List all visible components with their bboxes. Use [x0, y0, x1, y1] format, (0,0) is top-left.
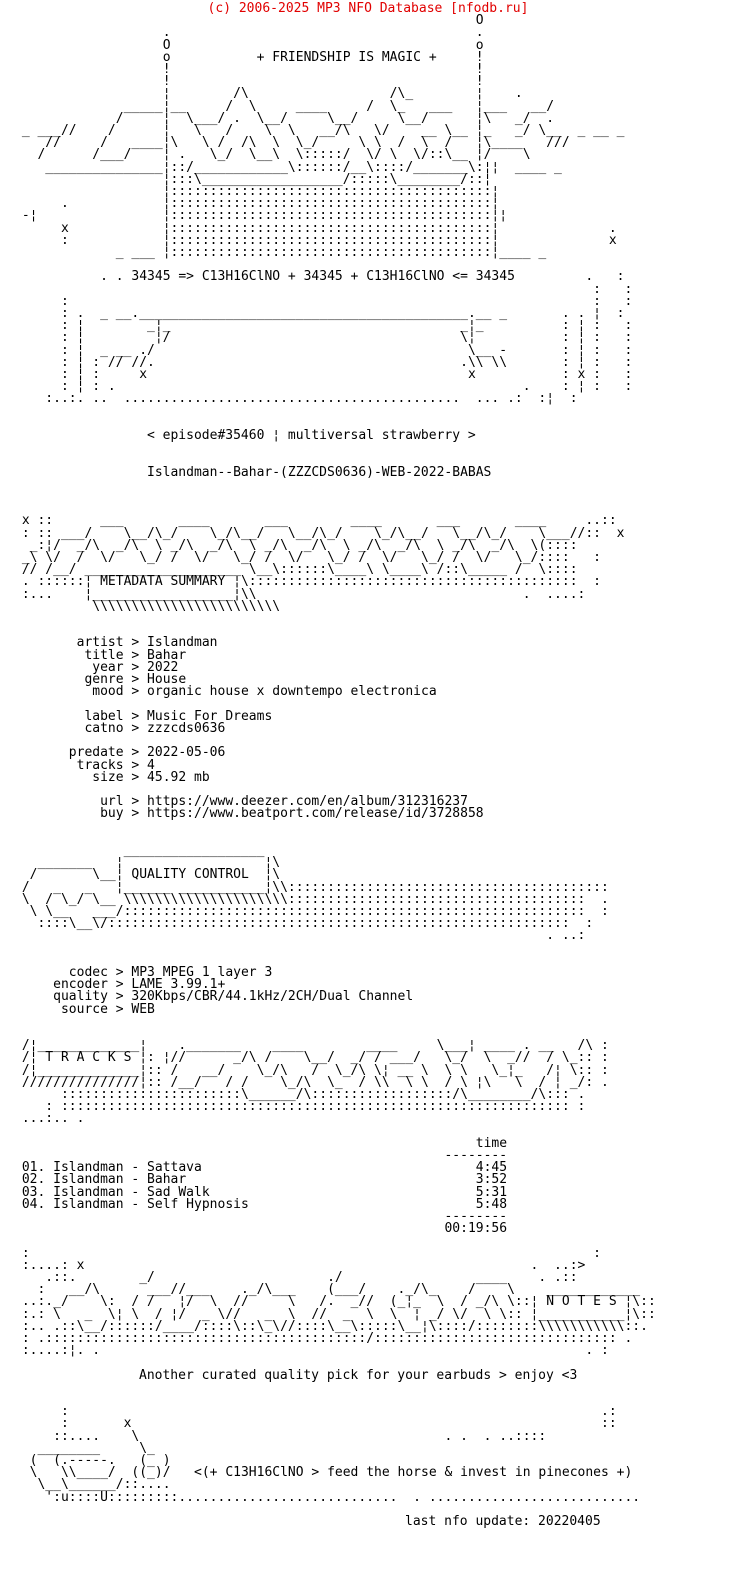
quality-fields: codec > MP3 MPEG 1 layer 3 encoder > LAM…	[53, 964, 414, 1017]
tracklist: time -------- 01. Islandman - Sattava 4:…	[21, 1135, 508, 1237]
nfo-document: (c) 2006-2025 MP3 NFO Database [nfodb.ru…	[21, 1, 656, 1529]
notes-text: Another curated quality pick for your ea…	[139, 1367, 578, 1383]
notes-banner: : : :....: x . ..:> .::. _/ ./	[21, 1245, 656, 1359]
footer-horse-art: : .: : x :: ::.... \	[29, 1404, 641, 1505]
metadata-summary-banner: x :: ___ ____ ___ ____ ___ ____ ..:: : :…	[21, 513, 625, 614]
episode-tag: < episode#35460 ¦ multiversal strawberry…	[147, 428, 476, 444]
quality-control-banner: __________________ _______ ¦ ¦\ / \__¦ Q…	[21, 842, 609, 944]
tracks-banner: /¦_____________¦ ._______ ____ ____ \___…	[21, 1038, 609, 1127]
last-nfo-update: last nfo update: 20220405	[405, 1513, 601, 1529]
release-name: Islandman--Bahar-(ZZZCDS0636)-WEB-2022-B…	[147, 464, 492, 480]
nfodb-copyright: (c) 2006-2025 MP3 NFO Database [nfodb.ru…	[207, 1, 529, 16]
top-ascii-art: O . . O o o + FRIENDSHIP IS MAGIC + !	[21, 13, 625, 261]
metadata-fields: artist > Islandman title > Bahar year > …	[68, 635, 484, 822]
chem-divider-art: . . 34345 => C13H16ClNO + 34345 + C13H16…	[45, 269, 633, 407]
